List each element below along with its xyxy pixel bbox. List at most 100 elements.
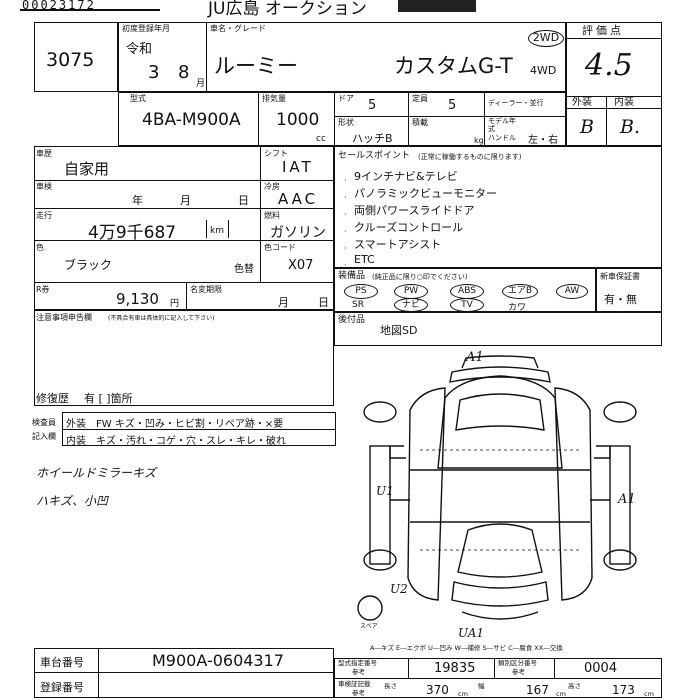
name-change-label: 名変期限 <box>190 285 222 294</box>
length-value: 370 <box>426 683 449 697</box>
class-number-value: 0004 <box>584 661 618 676</box>
score-ext: B <box>580 116 594 138</box>
shape-value: ハッチB <box>352 132 393 145</box>
displacement-value: 1000 <box>276 110 320 130</box>
sales-point-item: 9インチナビ&テレビ <box>354 170 458 183</box>
handle-value: 左・右 <box>528 135 558 146</box>
mark-right: A1 <box>618 492 636 507</box>
warranty-label: 新車保証書 <box>600 272 640 281</box>
load-unit: kg <box>474 136 484 145</box>
history-label: 車歴 <box>36 149 52 158</box>
fuel-value: ガソリン <box>270 225 326 241</box>
shape-label: 形状 <box>338 118 354 127</box>
repair-label: 修復歴 <box>36 392 69 405</box>
equip-tv: TV <box>450 298 484 312</box>
lot-number: 3075 <box>46 49 95 71</box>
dimensions-ref: 参考 <box>352 689 365 697</box>
lot-box <box>34 22 118 92</box>
header-stamp <box>398 0 476 12</box>
width-label: 幅 <box>478 682 485 690</box>
warranty-value: 有・無 <box>604 293 637 306</box>
model-value: 4BA-M900A <box>142 110 241 130</box>
car-damage-diagram <box>357 355 637 621</box>
sales-point-item: クルーズコントロール <box>354 221 464 234</box>
capacity-label: 定員 <box>412 94 428 103</box>
info-grid <box>34 146 334 310</box>
score-value: 4.5 <box>585 48 633 83</box>
doors-value: 5 <box>368 98 377 113</box>
aftermarket-value: 地図SD <box>380 324 418 337</box>
equip-pw: PW <box>394 284 428 299</box>
warranty-box <box>596 268 662 312</box>
registration-label: 初度登録年月 <box>122 24 170 33</box>
registration-year: 3 <box>148 62 160 83</box>
handwritten-line1: ホイールドミラーキズ <box>36 466 157 480</box>
equip-aw: AW <box>556 284 588 299</box>
header-title: JU広島 オークション <box>208 0 367 19</box>
vehicle-grade: カスタムG-T <box>394 54 513 78</box>
model-row <box>118 92 566 146</box>
inspector-ext-label: 外装 <box>66 419 86 430</box>
shift-label: シフト <box>264 149 288 158</box>
class-number-label: 類別区分番号 <box>498 659 537 667</box>
mileage-label: 走行 <box>36 211 52 220</box>
equip-leather: カワ <box>508 303 527 313</box>
name-change-month: 月 <box>278 296 289 309</box>
color-value: ブラック <box>64 258 113 272</box>
inspection-day: 日 <box>238 194 249 207</box>
sales-points-label: セールスポイント <box>338 151 411 161</box>
chassis-value: M900A-0604317 <box>152 651 284 670</box>
dealer-label: ディーラー・並行 <box>488 99 544 107</box>
dimensions-label: 車検証記載 <box>338 680 371 688</box>
registration-era: 令和 <box>126 42 153 57</box>
doors-label: ドア <box>338 94 354 103</box>
score-label: 評価点 <box>582 24 624 37</box>
aftermarket-label: 後付品 <box>338 315 366 325</box>
aircon-label: 冷房 <box>264 182 280 191</box>
registration-month-unit: 月 <box>196 79 206 89</box>
score-ext-label: 外装 <box>572 97 592 108</box>
class-number-ref: 参考 <box>512 668 525 676</box>
equip-sr: SR <box>352 300 364 310</box>
type-designation-value: 19835 <box>434 661 476 676</box>
header-serial-line <box>20 9 160 11</box>
inspector-int-label: 内装 <box>66 436 86 447</box>
mileage-value: 4万9千687 <box>88 223 177 243</box>
model-year-label: モデル年式 <box>488 117 516 133</box>
inspector-int-text: キズ・汚れ・コゲ・穴・スレ・キレ・破れ <box>96 436 286 447</box>
vehicle-name-label: 車名・グレード <box>210 24 266 33</box>
recycle-value: 9,130 <box>116 290 159 308</box>
mark-bottom: UA1 <box>458 626 485 640</box>
inspection-month: 月 <box>180 194 191 207</box>
inspection-label: 車検 <box>36 182 52 191</box>
handwritten-line2: ハキズ、小凹 <box>36 494 109 508</box>
equip-ps: PS <box>344 284 378 299</box>
repair-value: 有 [ ]箇所 <box>84 392 133 405</box>
inspector-label2: 記入欄 <box>32 432 56 441</box>
equip-airbag: エアB <box>502 284 538 299</box>
color-code: X07 <box>288 258 314 273</box>
width-value: 167 <box>526 683 549 697</box>
inspection-year: 年 <box>132 194 143 207</box>
sales-point-item: 両側パワースライドドア <box>354 204 475 217</box>
displacement-unit: cc <box>316 134 326 144</box>
color-label: 色 <box>36 243 44 252</box>
mileage-unit: km <box>210 226 224 236</box>
sales-point-item: スマートアシスト <box>354 238 442 251</box>
equipment-label: 装備品 <box>338 271 366 281</box>
chassis-label: 車台番号 <box>40 656 84 669</box>
aircon-value: AAC <box>278 190 319 208</box>
sales-point-item: ETC <box>354 253 375 266</box>
drive-4wd: 4WD <box>530 64 557 77</box>
displacement-label: 排気量 <box>262 94 286 103</box>
recycle-unit: 円 <box>170 299 180 309</box>
inspector-ext-text: FW キズ・凹み・ヒビ割・リペア跡・×要 <box>96 419 284 430</box>
score-int-label: 内装 <box>614 97 634 108</box>
sales-points-sub: (正常に稼働するものに限ります) <box>418 153 522 161</box>
equip-navi: ナビ <box>394 298 428 312</box>
aftermarket-box <box>334 312 662 346</box>
score-box <box>566 22 662 146</box>
notes-label: 注意事項申告欄 <box>36 313 92 322</box>
length-label: 長さ <box>384 682 397 690</box>
shift-value: IAT <box>282 158 314 176</box>
